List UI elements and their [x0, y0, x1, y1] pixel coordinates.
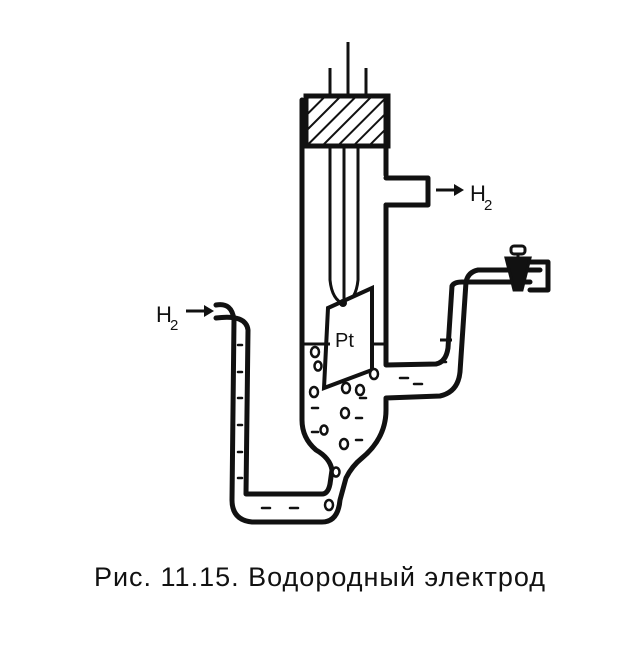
h2-inlet-subscript: 2 [170, 317, 178, 334]
h2-outlet-label: H [470, 181, 486, 206]
h2-inlet-label: H [156, 302, 172, 327]
stopcock-icon [504, 244, 532, 292]
h2-outlet-arrow-icon [436, 184, 464, 196]
electrolyte-liquid [232, 330, 458, 516]
platinum-label: Pt [335, 330, 354, 352]
h2-inlet-arrow-icon [186, 305, 214, 317]
figure-caption: Рис. 11.15. Водородный электрод [93, 562, 547, 592]
hydrogen-bubbles [308, 345, 380, 512]
liquid-surface [302, 338, 452, 346]
glass-vessel [213, 97, 551, 525]
stopper [303, 93, 391, 149]
vessel-outer-wall [213, 267, 543, 525]
inner-electrode-tube [328, 146, 360, 306]
h2-outlet-subscript: 2 [484, 197, 492, 214]
liquid-dashes [236, 343, 448, 510]
vessel-inner-wall [213, 97, 335, 497]
electrode-leads [328, 42, 368, 96]
outlet-tube [383, 175, 431, 208]
